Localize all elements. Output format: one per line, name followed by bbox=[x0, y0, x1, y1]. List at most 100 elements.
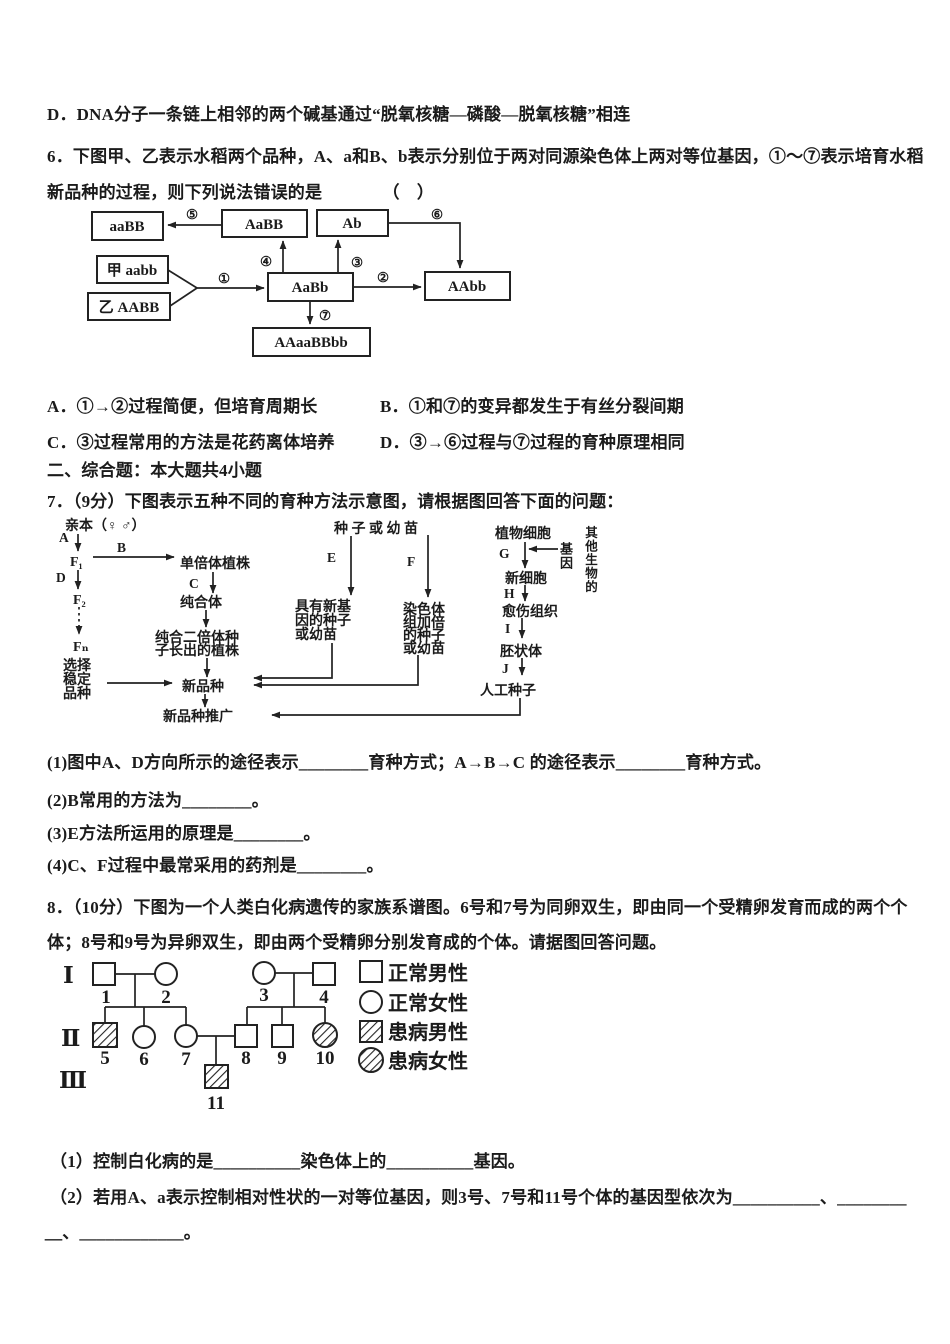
q7-stem: 7．（9分）下图表示五种不同的育种方法示意图，请根据图回答下面的问题： bbox=[47, 492, 624, 511]
arrow-6 bbox=[388, 222, 464, 269]
pedigree-legend: 正常男性 正常女性 患病男性 患病女性 bbox=[358, 960, 468, 1073]
q7-label-artificial-seed: 人工种子 bbox=[480, 682, 536, 699]
q6-box-yi-AABB bbox=[87, 292, 171, 321]
legend-affected-female-icon bbox=[358, 1047, 384, 1073]
q7-label-newgene-line3: 或幼苗 bbox=[295, 626, 337, 643]
option-d-line: D．DNA分子一条链上相邻的两个碱基通过“脱氧核糖—磷酸—脱氧核糖”相连 bbox=[47, 105, 631, 124]
q7-label-doubled-line3: 的种子 bbox=[403, 627, 445, 644]
q6-breeding-diagram: aaBB AaBB Ab 甲 aabb 乙 AABB AaBb AAbb AAa… bbox=[87, 207, 511, 357]
q7-letter-I: I bbox=[505, 621, 510, 636]
q7-label-promotion: 新品种推广 bbox=[163, 708, 233, 725]
legend-affected-male-icon bbox=[359, 1020, 383, 1043]
q6-option-a: A．①→②过程简便，但培育周期长 bbox=[47, 397, 318, 416]
q6-stem-line2: 新品种的过程，则下列说法错误的是 （ ） bbox=[47, 183, 435, 202]
q8-sub2-wrap: ＿、____________。 bbox=[45, 1223, 201, 1242]
pedigree-label-8: 8 bbox=[241, 1048, 251, 1069]
q6-box-AaBB bbox=[221, 209, 308, 238]
q7-label-doubled-line1: 染色体 bbox=[403, 601, 446, 618]
q6-box-AAaaBBbb bbox=[252, 327, 371, 357]
q7-letter-D: D bbox=[56, 570, 66, 585]
q7-label-haploid-plant: 单倍体植株 bbox=[180, 555, 251, 572]
pedigree-label-5: 5 bbox=[100, 1048, 110, 1069]
legend-affected-male-label: 患病男性 bbox=[388, 1020, 468, 1044]
q6-num-3: ③ bbox=[351, 255, 363, 270]
q7-letter-C: C bbox=[189, 576, 199, 591]
line-newgene-to-newvariety bbox=[253, 643, 333, 682]
q8-pedigree-diagram: Ⅰ Ⅱ Ⅲ 1 2 3 4 5 6 7 8 9 10 11 正常男性 正常女性 … bbox=[59, 960, 468, 1114]
q6-num-1: ① bbox=[218, 271, 230, 286]
q6-box-AaBB-label: AaBB bbox=[245, 217, 283, 233]
q7-label-doubled-line2: 组加倍 bbox=[403, 614, 445, 631]
legend-normal-female-icon bbox=[359, 990, 383, 1014]
pedigree-individual-5-affected bbox=[92, 1022, 118, 1048]
q7-label-select2: 稳定 bbox=[63, 671, 91, 688]
q6-box-AAbb-label: AAbb bbox=[448, 279, 486, 295]
section2-header: 二、综合题：本大题共4小题 bbox=[47, 461, 263, 480]
pedigree-individual-7 bbox=[174, 1024, 198, 1048]
q6-option-c: C．③过程常用的方法是花药离体培养 bbox=[47, 433, 335, 452]
q7-letter-J: J bbox=[502, 661, 509, 676]
q6-box-AaBb-label: AaBb bbox=[292, 280, 329, 296]
q6-box-aaBB bbox=[91, 211, 164, 241]
q6-stem-line1: 6．下图甲、乙表示水稻两个品种，A、a和B、b表示分别位于两对同源染色体上两对等… bbox=[47, 147, 924, 166]
legend-affected-female-label: 患病女性 bbox=[388, 1049, 468, 1073]
q7-sub2: (2)B常用的方法为________。 bbox=[47, 791, 269, 810]
q8-stem-line2: 体；8号和9号为异卵双生，即由两个受精卵分别发育成的个体。请据图回答问题。 bbox=[47, 933, 667, 952]
pedigree-generation-1: Ⅰ bbox=[63, 963, 74, 988]
q7-label-select1: 选择 bbox=[63, 657, 92, 674]
pedigree-individual-2 bbox=[154, 962, 178, 986]
pedigree-label-1: 1 bbox=[101, 987, 111, 1008]
q6-num-5: ⑤ bbox=[186, 207, 198, 222]
q7-label-fn: Fₙ bbox=[73, 640, 89, 655]
q6-box-AAaaBBbb-label: AAaaBBbb bbox=[274, 335, 347, 351]
q7-sub3: (3)E方法所运用的原理是________。 bbox=[47, 824, 321, 843]
pedigree-individual-3 bbox=[252, 961, 276, 985]
pedigree-individual-8 bbox=[234, 1024, 258, 1048]
pedigree-individual-1 bbox=[92, 962, 116, 986]
q6-box-AaBb bbox=[267, 272, 354, 302]
legend-normal-male-icon bbox=[359, 960, 383, 983]
q7-letter-E: E bbox=[327, 550, 336, 565]
q7-label-plant-cell: 植物细胞 bbox=[494, 525, 551, 542]
q7-label-select3: 品种 bbox=[63, 685, 91, 702]
q7-letter-H: H bbox=[504, 586, 515, 601]
pedigree-generation-2: Ⅱ bbox=[61, 1026, 80, 1051]
converge-line-jia bbox=[167, 269, 198, 289]
pedigree-label-10: 10 bbox=[316, 1048, 335, 1069]
q7-letter-G: G bbox=[499, 546, 510, 561]
q7-label-diploid-line1: 纯合二倍体种 bbox=[155, 629, 239, 646]
q7-label-new-cell: 新细胞 bbox=[505, 570, 547, 587]
q6-arrows bbox=[167, 221, 464, 325]
q6-option-b: B．①和⑦的变异都发生于有丝分裂间期 bbox=[380, 397, 684, 416]
converge-line-yi bbox=[169, 287, 198, 307]
pedigree-label-6: 6 bbox=[139, 1049, 149, 1070]
q6-box-Ab bbox=[316, 209, 389, 237]
q7-label-newgene-line1: 具有新基 bbox=[294, 598, 352, 615]
legend-normal-female-label: 正常女性 bbox=[388, 991, 468, 1015]
pedigree-label-4: 4 bbox=[319, 987, 329, 1008]
q7-label-callus: 愈伤组织 bbox=[501, 603, 558, 620]
q7-letter-B: B bbox=[117, 540, 126, 555]
q6-num-2: ② bbox=[377, 270, 389, 285]
pedigree-individual-11-affected bbox=[204, 1064, 229, 1089]
pedigree-individual-10-affected bbox=[312, 1022, 338, 1048]
q6-box-yi-label: 乙 AABB bbox=[99, 300, 159, 316]
q7-letter-A: A bbox=[59, 530, 69, 545]
pedigree-individual-4 bbox=[312, 962, 336, 986]
q6-box-jia-label: 甲 aabb bbox=[107, 262, 157, 279]
q7-label-embryoid: 胚状体 bbox=[500, 643, 543, 660]
q8-stem-line1: 8．（10分）下图为一个人类白化病遗传的家族系谱图。6号和7号为同卵双生，即由同… bbox=[47, 898, 908, 917]
q7-breeding-methods-diagram: 亲本（♀ ♂） A F₁ B D F₂ Fₙ 选择 稳定 品种 单倍体植株 C … bbox=[56, 517, 558, 725]
q7-sub1: (1)图中A、D方向所示的途径表示________育种方式；A→B→C 的途径表… bbox=[47, 753, 772, 772]
line-artificialseed-to-promote bbox=[271, 698, 521, 719]
q7-label-f2: F₂ bbox=[73, 593, 86, 608]
q8-sub1: （1）控制白化病的是__________染色体上的__________基因。 bbox=[50, 1152, 526, 1171]
q7-label-parents: 亲本（♀ ♂） bbox=[65, 517, 146, 534]
q6-box-Ab-label: Ab bbox=[342, 216, 361, 232]
q6-option-d: D．③→⑥过程与⑦过程的育种原理相同 bbox=[380, 433, 685, 452]
pedigree-individual-9 bbox=[271, 1024, 294, 1048]
pedigree-lines bbox=[104, 972, 326, 1065]
q7-label-new-variety: 新品种 bbox=[182, 678, 224, 695]
q8-sub2: （2）若用A、a表示控制相对性状的一对等位基因，则3号、7号和11号个体的基因型… bbox=[50, 1188, 907, 1207]
